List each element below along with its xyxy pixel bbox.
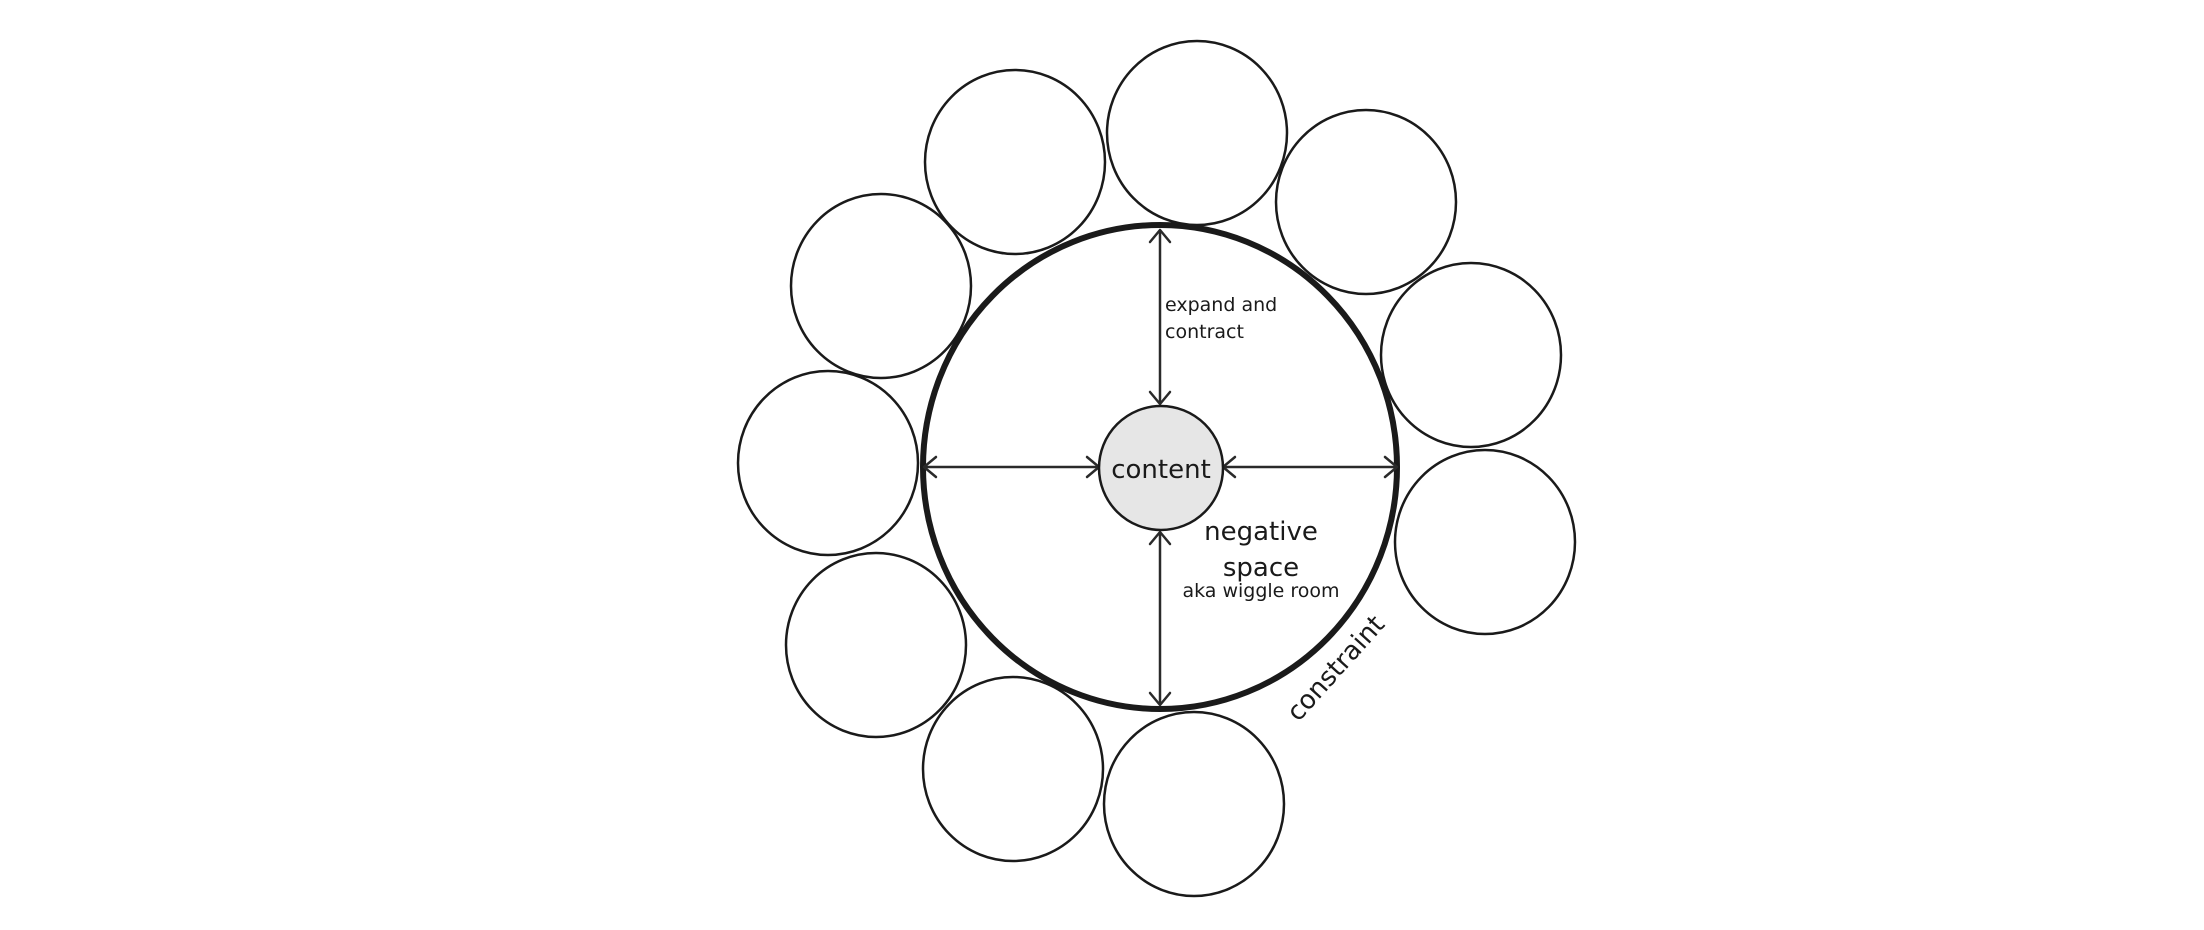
arrow-left-head [922, 455, 938, 479]
negative-space-label-line1: negative [1204, 517, 1318, 547]
surrounding-circle-9 [921, 675, 1105, 863]
arrow-down-tail [1148, 530, 1172, 546]
surrounding-circle-2 [923, 68, 1107, 256]
surrounding-circle-5 [1379, 261, 1563, 449]
arrow-up-tail [1148, 390, 1172, 406]
content-circle [1097, 404, 1225, 532]
surrounding-circle-7 [1393, 448, 1577, 636]
surrounding-circle-3 [1274, 108, 1458, 296]
expand-label-line2: contract [1165, 321, 1244, 343]
negative-space-label-line2: space [1223, 553, 1299, 583]
arrow-right-head [1383, 455, 1399, 479]
arrow-down-head [1148, 691, 1172, 707]
expand-contract-arrows [922, 228, 1399, 707]
surrounding-circle-1 [1105, 39, 1289, 227]
expand-label-line1: expand and [1165, 294, 1277, 316]
surrounding-circle-4 [789, 192, 973, 380]
aka-wiggle-room-label: aka wiggle room [1182, 580, 1339, 602]
surrounding-circles [736, 39, 1577, 898]
surrounding-circle-10 [1102, 710, 1286, 898]
surrounding-circle-6 [736, 369, 920, 557]
arrow-up-head [1148, 228, 1172, 244]
surrounding-circle-8 [784, 551, 968, 739]
content-label: content [1111, 455, 1211, 485]
